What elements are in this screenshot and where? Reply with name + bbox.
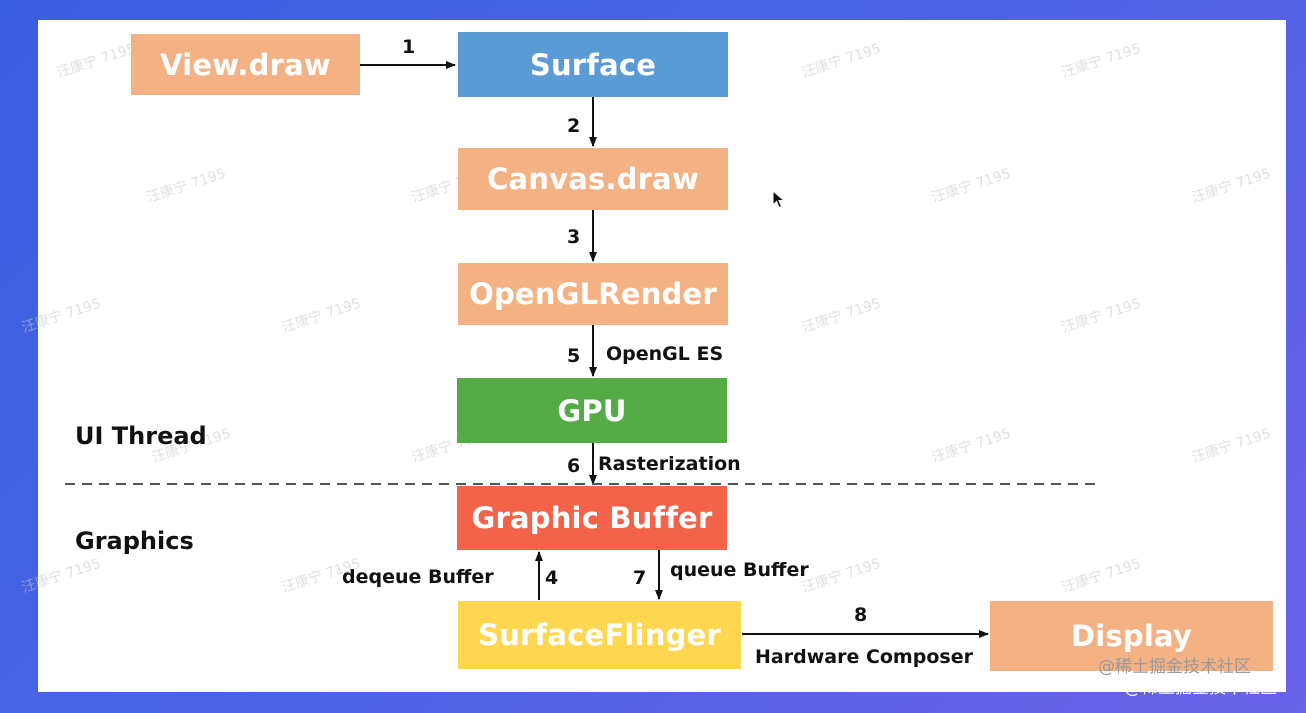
display-box: Display — [990, 601, 1273, 671]
opengl-es-label: OpenGL ES — [606, 343, 724, 365]
surface-flinger-box: SurfaceFlinger — [458, 601, 741, 669]
queue-buffer-label: queue Buffer — [670, 559, 809, 581]
step-8-label: 8 — [854, 604, 868, 626]
mouse-pointer-icon — [772, 190, 786, 209]
rasterization-label: Rasterization — [598, 453, 741, 475]
step-5-label: 5 — [567, 345, 581, 367]
gpu-box: GPU — [457, 378, 727, 443]
ui-thread-section-label: UI Thread — [75, 422, 207, 450]
hardware-composer-label: Hardware Composer — [755, 646, 973, 668]
step-6-label: 6 — [567, 455, 581, 477]
graphic-buffer-box: Graphic Buffer — [457, 486, 727, 550]
deqeue-buffer-label: deqeue Buffer — [342, 566, 494, 588]
surface-box: Surface — [458, 32, 728, 97]
step-3-label: 3 — [567, 226, 581, 248]
view-draw-box: View.draw — [131, 34, 360, 95]
step-1-label: 1 — [402, 36, 416, 58]
credit-watermark: @稀土掘金技术社区 — [1124, 678, 1277, 698]
step-7-label: 7 — [633, 567, 647, 589]
step-4-label: 4 — [545, 567, 559, 589]
step-2-label: 2 — [567, 115, 581, 137]
opengl-render-box: OpenGLRender — [458, 263, 728, 325]
diagram-canvas — [38, 20, 1286, 692]
canvas-draw-box: Canvas.draw — [458, 148, 728, 210]
credit-watermark-shadow: @稀土掘金技术社区 — [1098, 657, 1251, 677]
graphics-section-label: Graphics — [75, 527, 194, 555]
